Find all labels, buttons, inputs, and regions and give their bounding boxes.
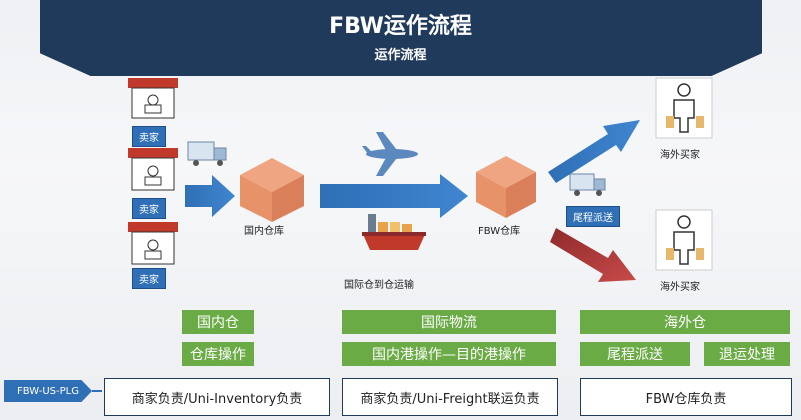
seller-shop-3 — [128, 222, 178, 265]
resp-intl: 商家负责/Uni-Freight联运负责 — [342, 378, 558, 416]
fbw-warehouse-label: FBW仓库 — [478, 226, 521, 237]
seller-label-3: 卖家 — [132, 268, 166, 289]
section-overseas-title: 海外仓 — [580, 310, 790, 334]
domestic-warehouse-icon — [240, 158, 304, 222]
intl-shipping-label: 国际仓到仓运输 — [344, 280, 414, 291]
buyer-icon-2 — [655, 209, 713, 271]
section-domestic-title: 国内仓 — [182, 310, 254, 334]
last-mile-label: 尾程派送 — [566, 206, 620, 227]
section-overseas-sub1: 尾程派送 — [580, 342, 690, 366]
fbw-us-plg-tag: FBW-US-PLG — [4, 380, 92, 402]
plane-icon — [362, 132, 418, 176]
buyer-icon-1 — [655, 77, 713, 139]
overseas-buyer-label-1: 海外买家 — [660, 150, 700, 161]
seller-shop-2 — [128, 148, 178, 191]
section-intl-title: 国际物流 — [342, 310, 556, 334]
overseas-buyer-label-2: 海外买家 — [660, 282, 700, 293]
arrow-to-buyer-1 — [548, 120, 640, 183]
arrow-to-domestic — [185, 175, 235, 217]
arrow-to-fbw — [320, 174, 468, 218]
page-subtitle: 运作流程 — [374, 48, 427, 63]
section-intl-sub: 国内港操作—目的港操作 — [342, 342, 556, 366]
domestic-warehouse-label: 国内仓库 — [244, 226, 284, 237]
section-domestic-sub: 仓库操作 — [182, 342, 254, 366]
section-overseas-sub2: 退运处理 — [704, 342, 790, 366]
seller-label-2: 卖家 — [132, 198, 166, 219]
ship-icon — [362, 214, 426, 250]
truck-icon-2 — [569, 173, 606, 196]
header-banner — [40, 0, 762, 76]
truck-icon — [187, 141, 227, 166]
page-title: FBW运作流程 — [329, 14, 472, 39]
seller-label-1: 卖家 — [132, 126, 166, 147]
resp-overseas: FBW仓库负责 — [580, 378, 792, 416]
seller-shop-1 — [128, 78, 178, 119]
arrow-to-buyer-2 — [550, 228, 636, 282]
resp-domestic: 商家负责/Uni-Inventory负责 — [104, 378, 330, 416]
fbw-warehouse-icon — [476, 156, 536, 218]
